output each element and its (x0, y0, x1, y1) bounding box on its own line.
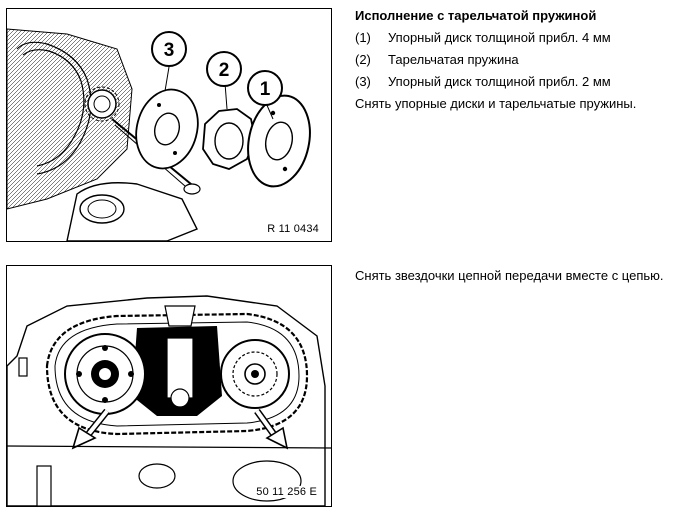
engine-illustration-2 (7, 295, 331, 506)
svg-text:3: 3 (164, 40, 175, 61)
list-item: (1) Упорный диск толщиной прибл. 4 мм (355, 27, 693, 49)
thrust-disc-4mm (247, 94, 311, 188)
sprocket-left (64, 333, 146, 415)
sprocket-right (220, 339, 290, 409)
item-number: (1) (355, 30, 371, 45)
figure-thrust-discs: 3 2 1 R 11 0434 (6, 8, 332, 242)
section-heading: Исполнение с тарельчатой пружиной (355, 8, 597, 23)
engine-illustration-1: 3 2 1 (7, 28, 311, 241)
sprocket-removal-instructions: Снять звездочки цепной передачи вместе с… (355, 266, 693, 285)
item-text: Тарельчатая пружина (388, 52, 519, 67)
removal-arrow-left (71, 408, 110, 450)
thrust-disc-2mm (135, 88, 199, 170)
figure-sprockets-chain: 50 11 256 E (6, 265, 332, 507)
thrust-disc-instructions: Исполнение с тарельчатой пружиной (1) Упо… (355, 5, 693, 115)
list-item: (2) Тарельчатая пружина (355, 49, 693, 71)
item-text: Упорный диск толщиной прибл. 4 мм (388, 30, 611, 45)
cup-spring (202, 108, 256, 170)
callout-3: 3 (151, 31, 187, 67)
removal-arrow-right (254, 408, 289, 450)
item-text: Упорный диск толщиной прибл. 2 мм (388, 74, 611, 89)
svg-text:1: 1 (260, 79, 271, 100)
figure-code: R 11 0434 (265, 223, 321, 235)
item-number: (3) (355, 74, 371, 89)
instruction-text: Снять звездочки цепной передачи вместе с… (355, 268, 664, 283)
figure-code: 50 11 256 E (254, 486, 319, 498)
item-number: (2) (355, 52, 371, 67)
instruction-text: Снять упорные диски и тарельчатые пружин… (355, 96, 637, 111)
list-item: (3) Упорный диск толщиной прибл. 2 мм (355, 71, 693, 93)
svg-text:2: 2 (219, 60, 230, 81)
callout-1: 1 (247, 70, 283, 106)
callout-2: 2 (206, 51, 242, 87)
